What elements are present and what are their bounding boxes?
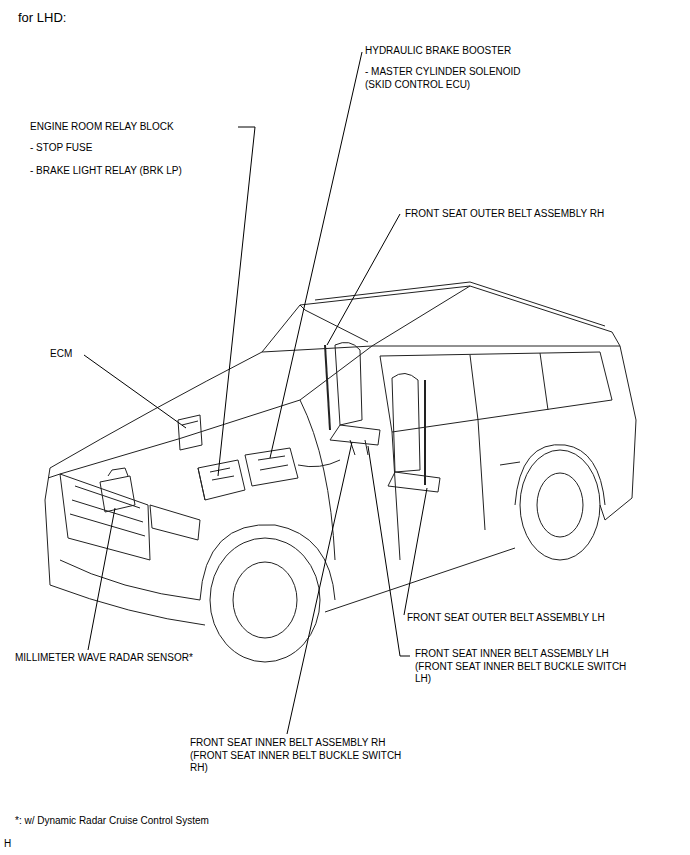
part-label: ENGINE ROOM RELAY BLOCK <box>30 121 174 134</box>
part-label: ECM <box>50 348 72 361</box>
part-label: HYDRAULIC BRAKE BOOSTER <box>365 45 511 58</box>
page-mark: H <box>4 838 11 851</box>
part-label: MILLIMETER WAVE RADAR SENSOR* <box>15 652 193 665</box>
part-label: FRONT SEAT OUTER BELT ASSEMBLY RH <box>405 208 604 221</box>
part-label: - BRAKE LIGHT RELAY (BRK LP) <box>30 165 182 178</box>
part-label: - MASTER CYLINDER SOLENOID (SKID CONTROL… <box>365 66 530 91</box>
diagram-title: for LHD: <box>18 10 66 26</box>
part-label: FRONT SEAT OUTER BELT ASSEMBLY LH <box>407 612 605 625</box>
part-label: - STOP FUSE <box>30 142 92 155</box>
part-label: FRONT SEAT INNER BELT ASSEMBLY LH (FRONT… <box>415 648 627 686</box>
part-label: FRONT SEAT INNER BELT ASSEMBLY RH (FRONT… <box>190 737 402 775</box>
footnote: *: w/ Dynamic Radar Cruise Control Syste… <box>15 815 209 828</box>
